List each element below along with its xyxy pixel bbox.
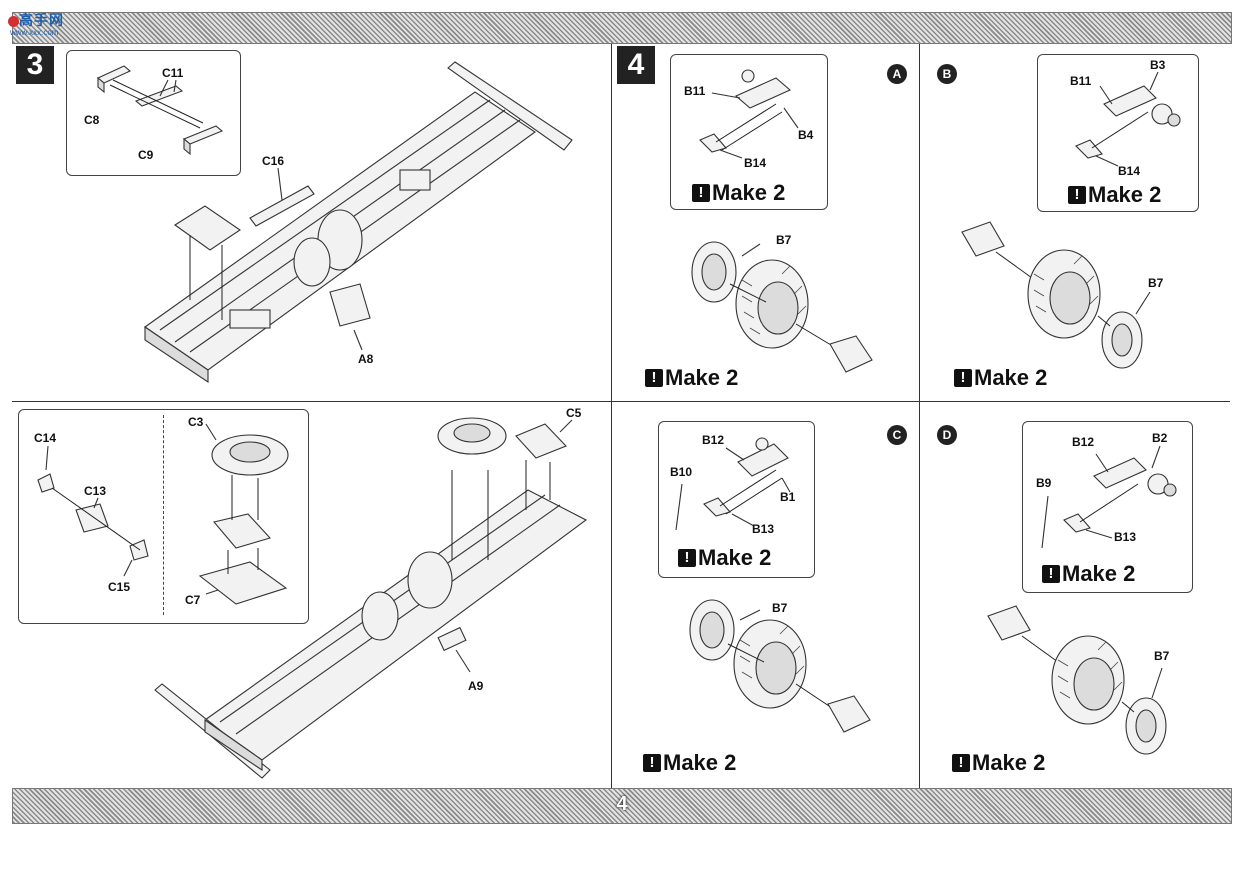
variant-c-inset-make: !Make 2 <box>678 545 771 571</box>
label-c14: C14 <box>34 431 57 445</box>
chassis-lower <box>154 489 588 779</box>
label-c-b13: B13 <box>752 522 775 536</box>
site-logo: 高手网 <box>8 10 64 30</box>
divider-left-right <box>611 44 612 788</box>
label-c9: C9 <box>138 148 154 162</box>
variant-d-make: !Make 2 <box>952 750 1045 776</box>
label-d-b12: B12 <box>1072 435 1095 449</box>
label-c-b1: B1 <box>780 490 796 504</box>
label-c11: C11 <box>162 66 184 80</box>
step-3b-inset-divider <box>163 415 164 615</box>
label-d-b13: B13 <box>1114 530 1137 544</box>
logo-text: 高手网 <box>19 12 64 28</box>
a9-part <box>437 626 467 652</box>
warning-icon: ! <box>954 369 972 387</box>
label-c-b7: B7 <box>772 601 788 615</box>
variant-d-inset-make: !Make 2 <box>1042 561 1135 587</box>
warning-icon: ! <box>692 184 710 202</box>
step-3-inset <box>66 50 241 176</box>
logo-dot-icon <box>8 15 19 27</box>
label-c3: C3 <box>188 415 204 429</box>
label-d-b2: B2 <box>1152 431 1168 445</box>
c8-part <box>96 65 132 94</box>
c14-part <box>37 473 55 493</box>
label-b-b7: B7 <box>1148 276 1164 290</box>
variant-a-badge: A <box>887 64 907 84</box>
step-3-badge: 3 <box>16 46 54 84</box>
label-b-b11: B11 <box>1070 74 1092 88</box>
warning-icon: ! <box>678 549 696 567</box>
variant-d-axle <box>1041 445 1177 549</box>
label-c7: C7 <box>185 593 201 607</box>
variant-a-axle <box>699 69 799 159</box>
variant-b-badge: B <box>937 64 957 84</box>
label-a8: A8 <box>358 352 374 366</box>
c5-part <box>515 423 567 459</box>
variant-d-wheel <box>987 605 1167 755</box>
label-b-b14: B14 <box>1118 164 1141 178</box>
divider-left-horizontal <box>12 401 612 402</box>
warning-icon: ! <box>1042 565 1060 583</box>
label-a-b14: B14 <box>744 156 767 170</box>
variant-d-inset <box>1022 421 1193 593</box>
variant-b-wheel <box>961 221 1151 369</box>
label-c13: C13 <box>84 484 107 498</box>
label-c8: C8 <box>84 113 100 127</box>
label-a-b4: B4 <box>798 128 814 142</box>
c3-upper-part <box>437 417 507 455</box>
variant-c-axle <box>675 437 791 531</box>
label-a-b11: B11 <box>684 84 706 98</box>
label-c15: C15 <box>108 580 131 594</box>
c9-part <box>182 125 224 156</box>
page-number: 4 <box>616 793 628 815</box>
variant-c-badge: C <box>887 425 907 445</box>
c11-part <box>134 85 184 107</box>
label-c-b10: B10 <box>670 465 693 479</box>
c15-part <box>129 539 149 561</box>
label-a9: A9 <box>468 679 484 693</box>
header-band <box>12 12 1232 44</box>
label-b-b3: B3 <box>1150 58 1166 72</box>
footer-band: 4 <box>12 788 1232 824</box>
variant-b-axle <box>1075 71 1181 167</box>
label-d-b9: B9 <box>1036 476 1052 490</box>
variant-b-make: !Make 2 <box>954 365 1047 391</box>
warning-icon: ! <box>643 754 661 772</box>
divider-right-middle <box>919 44 920 788</box>
chassis-upper <box>144 61 573 384</box>
variant-c-wheel <box>689 599 871 733</box>
label-d-b7: B7 <box>1154 649 1170 663</box>
warning-icon: ! <box>645 369 663 387</box>
step-4-badge: 4 <box>617 46 655 84</box>
bracket-part <box>174 205 241 320</box>
label-a-b7: B7 <box>776 233 792 247</box>
label-c16: C16 <box>262 154 285 168</box>
variant-c-make: !Make 2 <box>643 750 736 776</box>
label-c5: C5 <box>566 406 582 420</box>
variant-a-inset-make: !Make 2 <box>692 180 785 206</box>
c3-part <box>211 434 289 476</box>
warning-icon: ! <box>1068 186 1086 204</box>
c16-part <box>249 185 315 227</box>
label-c-b12: B12 <box>702 433 725 447</box>
variant-d-badge: D <box>937 425 957 445</box>
divider-right-horizontal <box>612 401 1230 402</box>
logo-url: www.xxx.com <box>10 28 59 37</box>
variant-a-make: !Make 2 <box>645 365 738 391</box>
a8-part <box>329 283 371 327</box>
variant-a-wheel <box>691 241 873 373</box>
c7-part <box>198 561 288 605</box>
warning-icon: ! <box>952 754 970 772</box>
variant-b-inset <box>1037 54 1199 212</box>
variant-b-inset-make: !Make 2 <box>1068 182 1161 208</box>
